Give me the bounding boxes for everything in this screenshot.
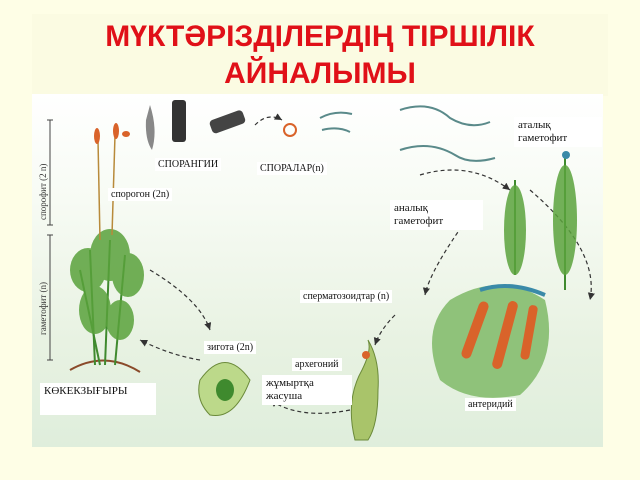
spores-illustration — [283, 105, 496, 162]
sporogon-label: спорогон (2n) — [108, 188, 173, 201]
zygote-label: зигота (2n) — [204, 341, 257, 354]
male-gametophyte-illustration — [553, 151, 577, 290]
spores-label: СПОРАЛАР(n) — [257, 162, 327, 175]
archegonium-illustration — [350, 339, 379, 441]
spermatozoids-label: сперматозоидтар (n) — [300, 290, 393, 303]
page-title: МҮКТӘРІЗДІЛЕРДІҢ ТІРШІЛІК АЙНАЛЫМЫ — [105, 20, 535, 90]
zygote-illustration — [198, 362, 251, 417]
archegonium-label: архегоний — [292, 358, 342, 371]
antheridium-label: антеридий — [465, 398, 516, 411]
male-gametophyte-label: аталық гаметофит — [514, 117, 602, 147]
sporophyte-axis-label: спорофит (2 n) — [38, 163, 48, 220]
antheridium-illustration — [432, 284, 550, 398]
sporangia-label: СПОРАНГИИ — [155, 158, 222, 171]
title-band — [32, 14, 608, 96]
moss-plant-illustration — [69, 123, 144, 373]
egg-cell-label: жұмыртқа жасуша — [262, 375, 352, 405]
generation-axis — [47, 119, 53, 361]
gametophyte-axis-label: гаметофит (n) — [38, 281, 48, 335]
female-gametophyte-label: аналық гаметофит — [390, 200, 483, 230]
cycle-arrows — [139, 113, 595, 414]
female-gametophyte-illustration — [504, 180, 526, 275]
sporangia-illustration — [145, 100, 246, 150]
plant-name-label: КӨКЕКЗЫҒЫРЫ — [40, 383, 156, 415]
